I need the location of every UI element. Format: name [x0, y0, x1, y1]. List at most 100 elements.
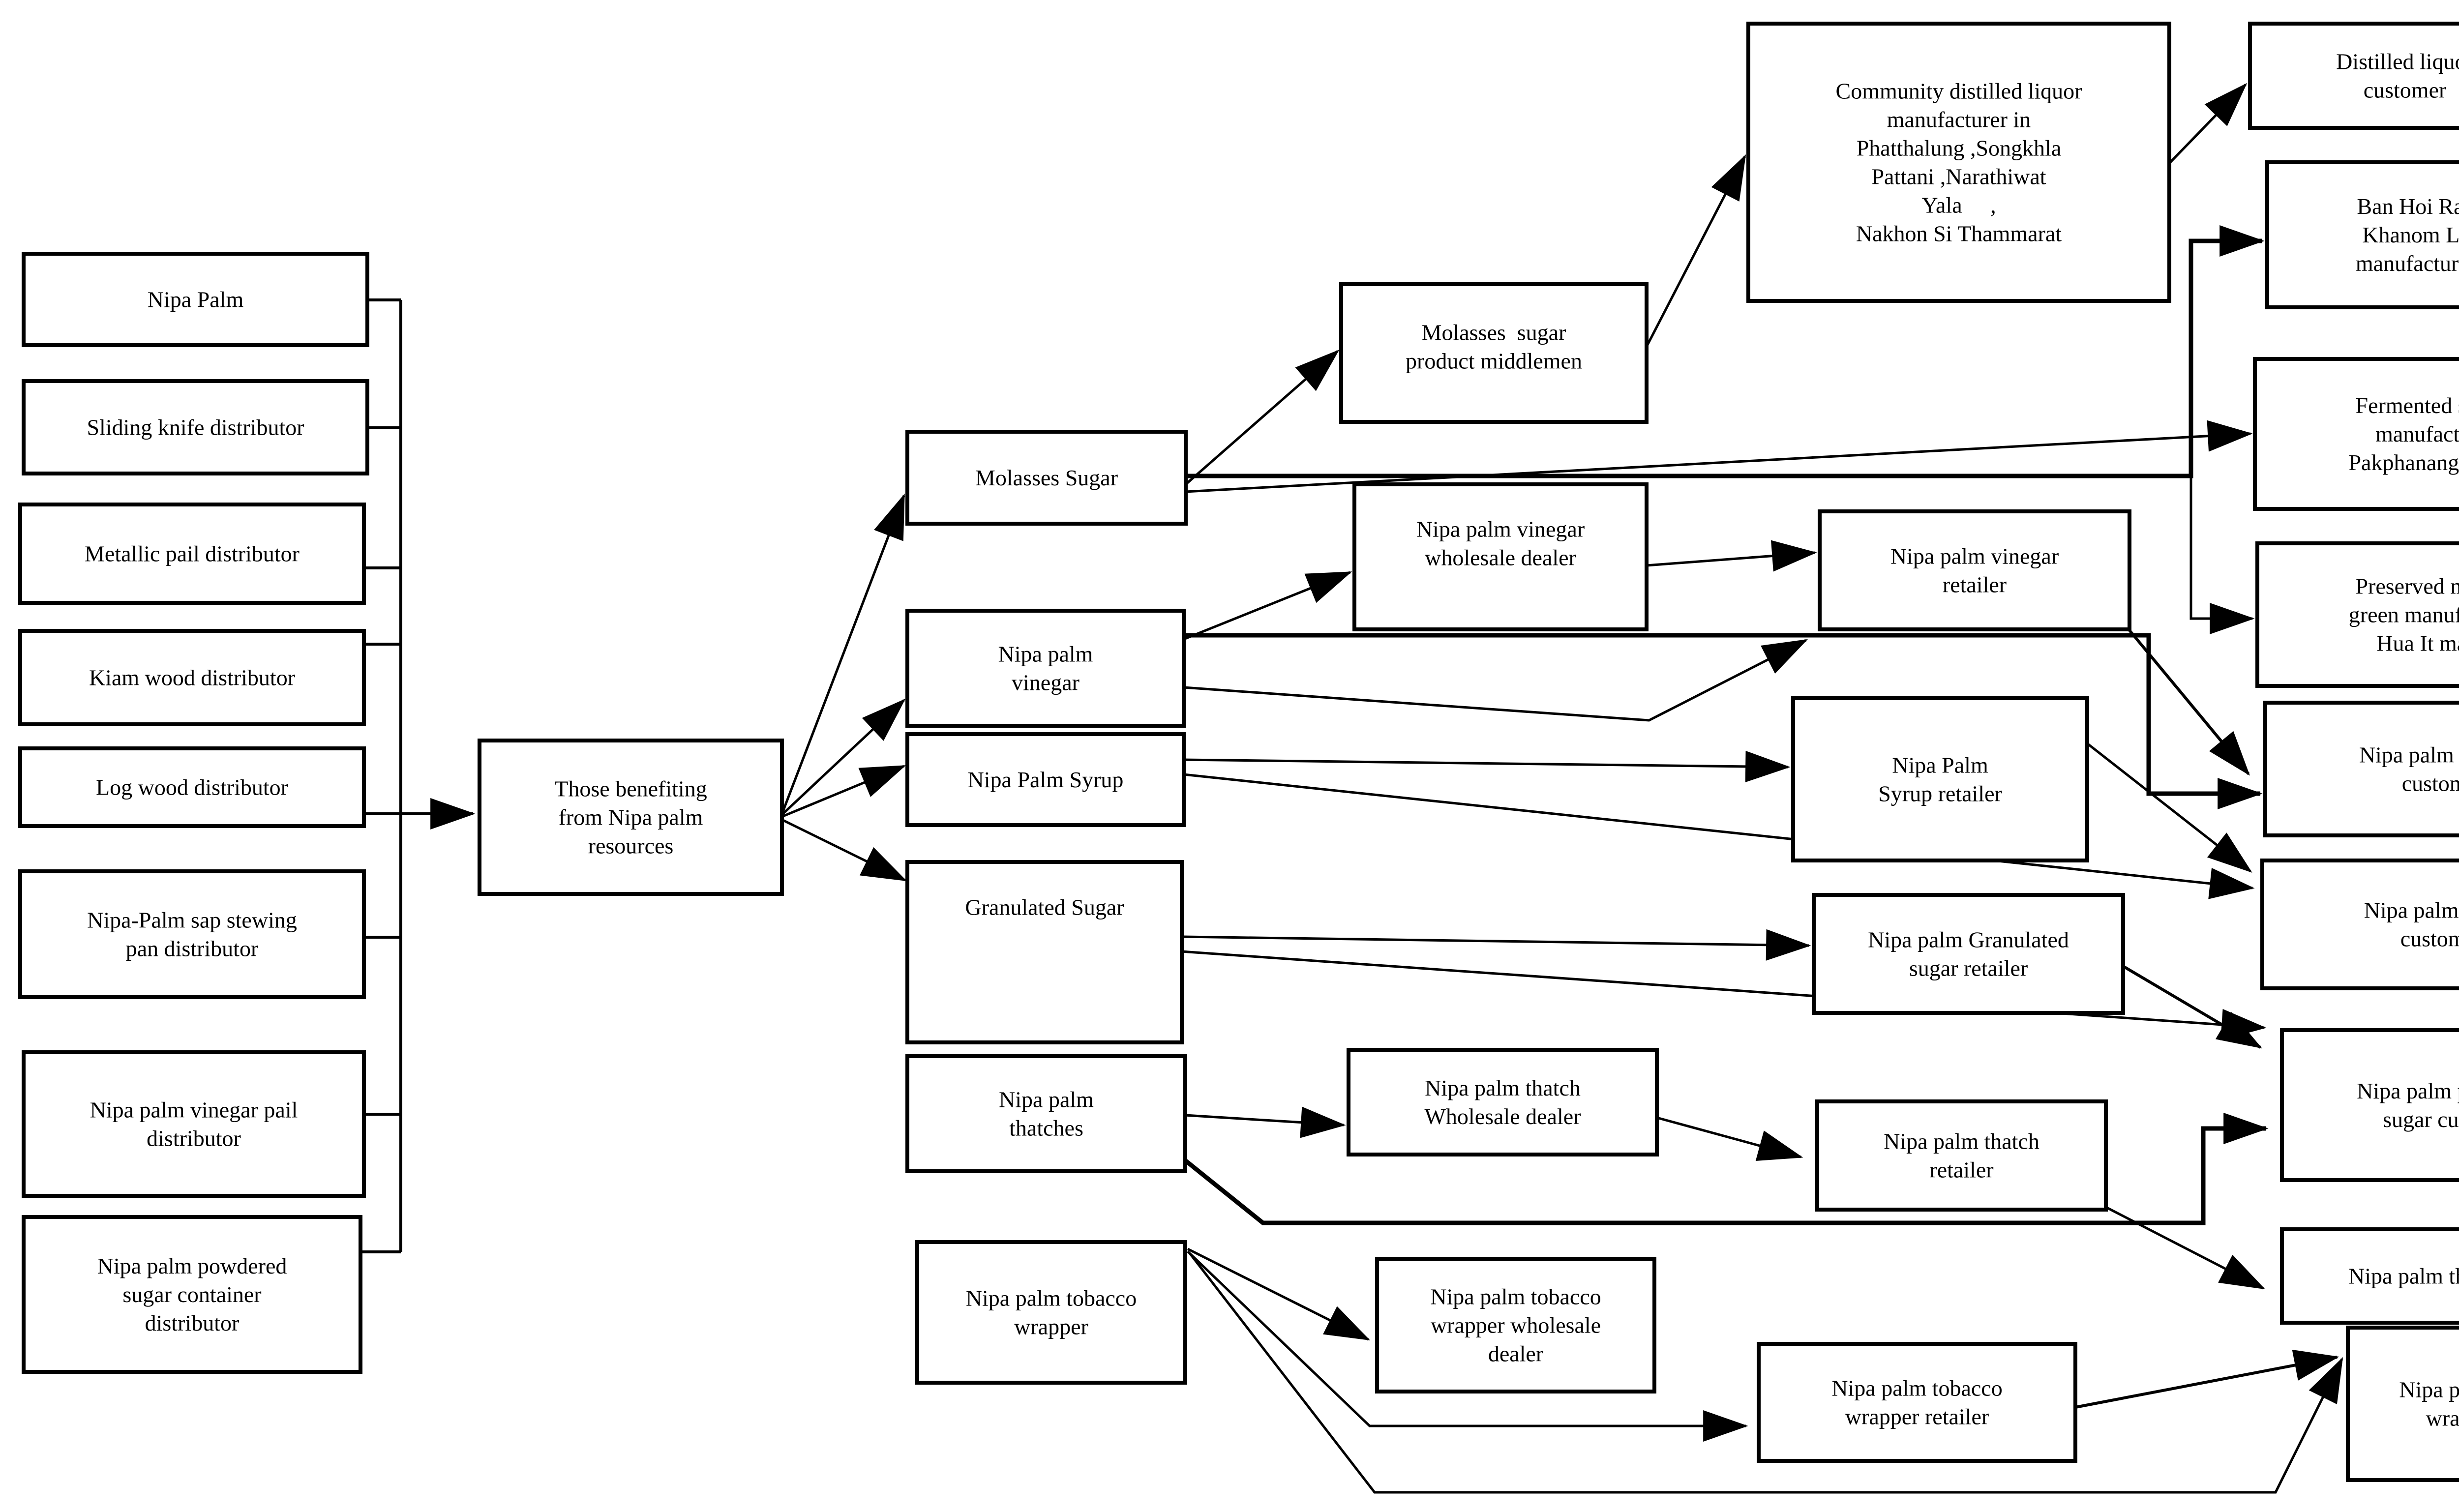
node-box-community: [1746, 22, 2171, 303]
node-label-line: Those benefiting: [554, 776, 707, 801]
node-label-line: manufacturer: [2356, 251, 2459, 276]
node-label-fermented-shrimp: Fermented shrimpmanufacturer,Pakphanang …: [2348, 393, 2459, 475]
edge-thatches-powdered-customer: [1184, 1113, 2269, 1225]
node-box-vinegar-pail: [22, 1050, 366, 1198]
edge-benefiting-granulated: [782, 819, 907, 882]
node-kiam-wood: Kiam wood distributor: [18, 629, 366, 726]
node-syrup: Nipa Palm Syrup: [905, 732, 1186, 827]
node-label-log-wood: Log wood distributor: [96, 775, 288, 800]
node-label-line: Nipa palm tobacco: [1831, 1376, 2002, 1401]
node-label-line: wrapper retailer: [1845, 1404, 1989, 1429]
node-label-kiam-wood: Kiam wood distributor: [89, 665, 295, 690]
node-label-line: Molasses sugar: [1422, 320, 1566, 345]
node-label-line: manufacturer in: [1887, 107, 2031, 132]
node-box-log-wood: [18, 746, 366, 828]
node-box-thatch-retailer: [1815, 1099, 2108, 1212]
node-label-vinegar-pail: Nipa palm vinegar pail distributor: [90, 1097, 298, 1151]
edge-middlemen-community: [1645, 154, 1746, 348]
node-label-line: Metallic pail distributor: [85, 541, 300, 566]
node-label-line: Nipa palm vinegar: [2359, 742, 2459, 768]
edge-vinegar-vinegar-wholesale: [1183, 571, 1352, 641]
node-nipa-palm: Nipa Palm: [22, 252, 369, 347]
node-label-line: Fermented shrimp: [2356, 393, 2459, 418]
node-label-line: Nipa palm thatch: [1884, 1129, 2039, 1154]
node-label-line: product middlemen: [1406, 349, 1582, 374]
node-molasses: Molasses Sugar: [905, 430, 1188, 526]
node-label-line: Nipa Palm: [148, 287, 244, 312]
edge-vinegar-vinegar-retailer: [1183, 639, 1808, 722]
node-box-vinegar: [905, 609, 1186, 728]
node-label-line: Pattani ,Narathiwat: [1871, 164, 2046, 189]
node-box-vinegar-customer: [2263, 701, 2459, 837]
edge-vinegar-retailer-vinegar-customer: [2128, 629, 2250, 776]
node-box-vinegar-retailer: [1818, 509, 2131, 631]
node-sliding-knife: Sliding knife distributor: [22, 379, 369, 475]
node-label-line: wrapper wholesale: [1431, 1313, 1601, 1338]
node-label-line: Granulated Sugar: [965, 895, 1124, 920]
node-label-line: Nipa palm vinegar pail: [90, 1097, 298, 1123]
node-box-sliding-knife: [22, 379, 369, 475]
node-label-line: retailer: [1943, 572, 2007, 597]
node-label-line: pan distributor: [126, 936, 259, 961]
edge-molasses-ban-hoi-rak: [1186, 225, 2265, 478]
node-label-line: Distilled liquor: [2336, 49, 2459, 74]
node-label-line: Nipa palm: [998, 642, 1093, 667]
node-box-syrup: [905, 732, 1186, 827]
node-honey-customer: Nipa palm honeycustomer: [2260, 859, 2459, 990]
node-tobacco-retailer: Nipa palm tobacco wrapper retailer: [1757, 1342, 2077, 1463]
edge-community-liquor-customer: [2168, 83, 2248, 164]
node-label-line: Nipa palm thatch user: [2348, 1264, 2459, 1289]
node-box-honey-customer: [2260, 859, 2459, 990]
node-label-vinegar-customer: Nipa palm vinegar customer: [2359, 742, 2459, 796]
node-label-line: Nipa Palm Syrup: [968, 767, 1124, 792]
node-label-line: Pakphanang district: [2348, 450, 2459, 475]
node-thatch-user: Nipa palm thatch user: [2280, 1227, 2459, 1325]
node-label-tobacco-retailer: Nipa palm tobacco wrapper retailer: [1831, 1376, 2002, 1429]
edge-thatches-thatch-wholesale: [1185, 1106, 1346, 1138]
node-label-line: Nipa palm honey: [2364, 898, 2459, 923]
node-label-metallic-pail: Metallic pail distributor: [85, 541, 300, 566]
node-label-line: Hua It market: [2376, 631, 2459, 656]
node-box-tobacco-wholesale: [1375, 1257, 1656, 1393]
node-box-syrup-retailer: [1791, 696, 2089, 862]
edge-syrup-syrup-retailer: [1183, 750, 1791, 782]
node-box-thatch-user: [2280, 1227, 2459, 1325]
node-label-middlemen: Molasses sugar product middlemen: [1406, 320, 1582, 374]
node-label-line: Kiam wood distributor: [89, 665, 295, 690]
node-label-line: customer: [2402, 771, 2459, 796]
node-label-line: sugar container: [122, 1282, 261, 1307]
node-box-benefiting: [478, 739, 784, 896]
node-label-line: Log wood distributor: [96, 775, 288, 800]
node-box-tobacco-retailer: [1757, 1342, 2077, 1463]
node-label-line: distributor: [147, 1126, 241, 1151]
node-box-nipa-palm: [22, 252, 369, 347]
node-box-molasses: [905, 430, 1188, 526]
node-liquor-customer: Distilled liquorcustomer: [2248, 22, 2459, 130]
node-label-line: Nipa palm thatch: [1425, 1075, 1581, 1100]
edge-granulated-granulated-retailer: [1181, 929, 1811, 961]
node-vinegar-customer: Nipa palm vinegar customer: [2263, 701, 2459, 837]
edge-tobacco-tobacco-wholesale: [1187, 1247, 1371, 1341]
edge-layer: [360, 83, 2343, 1494]
node-box-granulated-retailer: [1812, 893, 2125, 1015]
node-log-wood: Log wood distributor: [18, 746, 366, 828]
node-label-line: Nakhon Si Thammarat: [1856, 221, 2062, 246]
node-box-thatches: [905, 1054, 1187, 1173]
node-label-line: Nipa palm vinegar: [1890, 544, 2059, 569]
node-label-line: Nipa palm tobacco: [1430, 1284, 1601, 1309]
